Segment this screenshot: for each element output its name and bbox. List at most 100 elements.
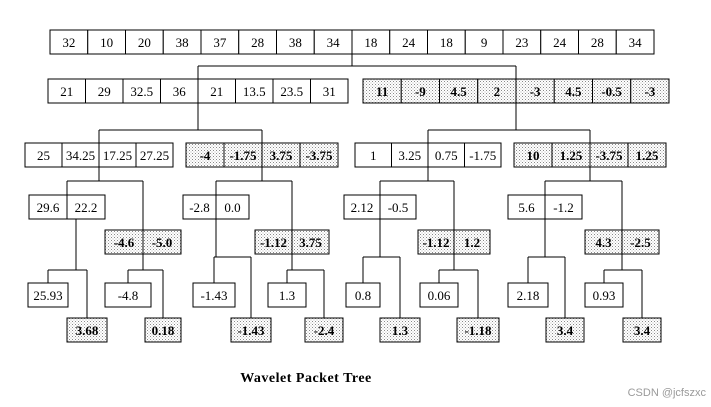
coefficient-value: -1.2 xyxy=(553,200,574,215)
coefficient-value: -2.4 xyxy=(314,323,335,338)
coefficient-node-L4d6: -1.18 xyxy=(456,317,500,343)
coefficient-value: 3.68 xyxy=(76,323,99,338)
coefficient-value: 38 xyxy=(289,35,302,50)
coefficient-value: 4.3 xyxy=(595,235,612,250)
detail-coefficient-cell xyxy=(439,78,479,104)
coefficient-value: -0.5 xyxy=(388,200,409,215)
approximation-coefficient-cell xyxy=(544,194,583,220)
coefficient-node-L4a5: 0.8 xyxy=(345,282,381,308)
approximation-coefficient-cell xyxy=(345,282,381,308)
coefficient-value: 9 xyxy=(481,35,488,50)
coefficient-value: 4.5 xyxy=(565,84,582,99)
approximation-coefficient-cell xyxy=(27,282,69,308)
diagram-caption: Wavelet Packet Tree xyxy=(240,371,372,386)
detail-coefficient-cell xyxy=(592,78,632,104)
coefficient-value: 3.4 xyxy=(557,323,574,338)
coefficient-node-L4d7: 3.4 xyxy=(545,317,585,343)
approximation-coefficient-cell xyxy=(419,282,459,308)
coefficient-value: 10 xyxy=(100,35,113,50)
approximation-coefficient-cell xyxy=(104,282,152,308)
coefficient-value: 0.93 xyxy=(593,288,616,303)
coefficient-value: 24 xyxy=(402,35,416,50)
coefficient-value: 34 xyxy=(629,35,643,50)
approximation-coefficient-cell xyxy=(354,142,392,168)
coefficient-node-L3d2: -1.12 3.75 xyxy=(254,229,330,255)
coefficient-value: 1.25 xyxy=(636,148,659,163)
approximation-coefficient-cell xyxy=(200,29,240,55)
approximation-coefficient-cell xyxy=(351,29,391,55)
coefficient-node-L4d3: -1.43 xyxy=(230,317,272,343)
coefficient-value: 10 xyxy=(527,148,540,163)
approximation-coefficient-cell xyxy=(61,142,100,168)
approximation-coefficient-cell xyxy=(464,142,502,168)
coefficient-value: 37 xyxy=(213,35,227,50)
coefficient-value: 34 xyxy=(327,35,341,50)
coefficient-value: 25.93 xyxy=(33,288,62,303)
detail-coefficient-cell xyxy=(142,229,182,255)
coefficient-node-L3a3: 2.12-0.5 xyxy=(343,194,417,220)
coefficient-value: 11 xyxy=(376,84,388,99)
approximation-coefficient-cell xyxy=(427,142,465,168)
approximation-coefficient-cell xyxy=(215,194,250,220)
detail-coefficient-cell xyxy=(291,229,330,255)
approximation-coefficient-cell xyxy=(584,282,624,308)
approximation-coefficient-cell xyxy=(238,29,277,55)
coefficient-value: 1 xyxy=(370,148,377,163)
detail-coefficient-cell xyxy=(630,78,670,104)
coefficient-value: 29 xyxy=(98,84,111,99)
approximation-coefficient-cell xyxy=(379,194,417,220)
coefficient-node-L4a8: 0.93 xyxy=(584,282,624,308)
approximation-coefficient-cell xyxy=(502,29,542,55)
approximation-coefficient-cell xyxy=(49,29,89,55)
detail-coefficient-cell xyxy=(230,317,272,343)
coefficient-value: -3.75 xyxy=(595,148,623,163)
detail-coefficient-cell xyxy=(66,317,108,343)
approximation-coefficient-cell xyxy=(235,78,274,104)
coefficient-value: 0.06 xyxy=(428,288,451,303)
approximation-coefficient-cell xyxy=(507,282,549,308)
coefficient-value: 3.75 xyxy=(270,148,293,163)
coefficient-node-L2dd: 10 1.25 -3.75 1.25 xyxy=(513,142,667,168)
coefficient-node-L4a1: 25.93 xyxy=(27,282,69,308)
coefficient-value: -1.12 xyxy=(422,235,449,250)
coefficient-value: 25 xyxy=(37,148,50,163)
detail-coefficient-cell xyxy=(551,142,591,168)
approximation-coefficient-cell xyxy=(24,142,63,168)
coefficient-value: 1.25 xyxy=(560,148,583,163)
coefficient-value: -5.0 xyxy=(152,235,173,250)
coefficient-value: 32.5 xyxy=(130,84,153,99)
approximation-coefficient-cell xyxy=(98,142,137,168)
coefficient-node-L4a2: -4.8 xyxy=(104,282,152,308)
coefficient-value: -1.43 xyxy=(237,323,265,338)
coefficient-node-L4a7: 2.18 xyxy=(507,282,549,308)
coefficient-value: 29.6 xyxy=(37,200,60,215)
coefficient-value: -2.5 xyxy=(630,235,651,250)
coefficient-node-L3d4: 4.3 -2.5 xyxy=(584,229,660,255)
approximation-coefficient-cell xyxy=(197,78,236,104)
coefficient-value: 36 xyxy=(173,84,187,99)
coefficient-value: -4.6 xyxy=(114,235,135,250)
coefficient-node-L4d4: -2.4 xyxy=(304,317,344,343)
coefficient-value: 24 xyxy=(553,35,567,50)
detail-coefficient-cell xyxy=(379,317,421,343)
approximation-coefficient-cell xyxy=(160,78,199,104)
detail-coefficient-cell xyxy=(513,142,553,168)
coefficient-value: 18 xyxy=(364,35,377,50)
coefficient-value: 23.5 xyxy=(280,84,303,99)
coefficient-value: 3.75 xyxy=(299,235,322,250)
coefficient-node-L4d2: 0.18 xyxy=(144,317,182,343)
approximation-coefficient-cell xyxy=(540,29,579,55)
detail-coefficient-cell xyxy=(584,229,623,255)
approximation-coefficient-cell xyxy=(28,194,68,220)
approximation-coefficient-cell xyxy=(578,29,617,55)
coefficient-value: 4.5 xyxy=(451,84,468,99)
approximation-coefficient-cell xyxy=(135,142,174,168)
coefficient-value: -3 xyxy=(644,84,655,99)
coefficient-value: -1.12 xyxy=(260,235,287,250)
coefficient-node-L4a3: -1.43 xyxy=(192,282,236,308)
coefficient-value: 3.4 xyxy=(634,323,651,338)
